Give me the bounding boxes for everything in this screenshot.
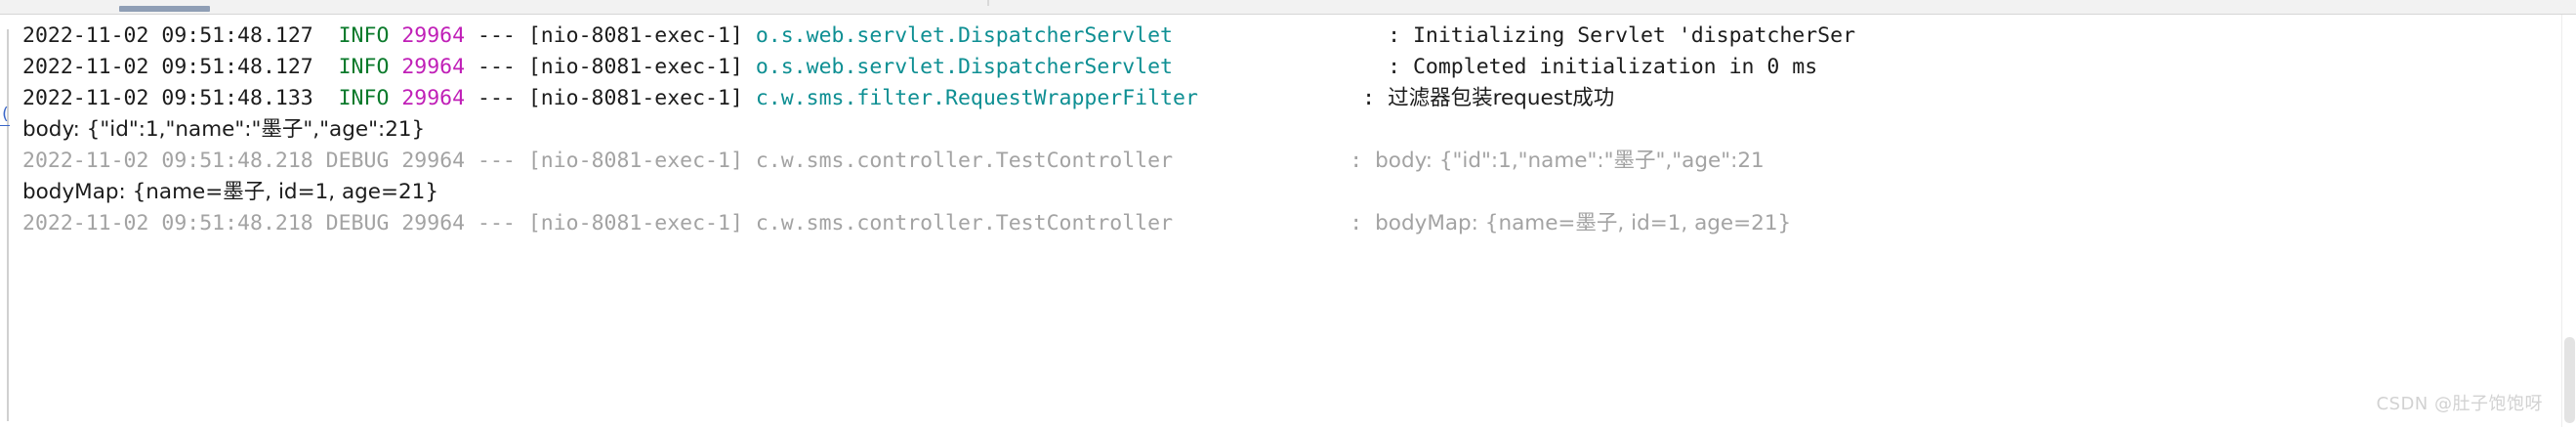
code-fold-link-icon[interactable]: (	[0, 105, 11, 126]
log-separator: ---	[478, 55, 516, 79]
editor-tab-strip	[0, 0, 2576, 15]
log-level: DEBUG	[325, 211, 390, 235]
log-space	[313, 211, 326, 235]
log-space	[389, 55, 401, 79]
stdout-text: bodyMap: {name=墨子, id=1, age=21}	[22, 180, 439, 204]
log-space	[465, 149, 478, 173]
log-space	[743, 86, 756, 110]
log-space	[743, 23, 756, 48]
log-space	[1362, 149, 1375, 173]
log-logger[interactable]: c.w.sms.controller.TestController	[755, 211, 1174, 235]
log-line-dimmed[interactable]: 2022-11-02 09:51:48.218 DEBUG 29964 --- …	[22, 146, 2576, 177]
log-line-list: 2022-11-02 09:51:48.127 INFO 29964 --- […	[22, 21, 2576, 239]
stdout-line[interactable]: bodyMap: {name=墨子, id=1, age=21}	[22, 177, 2576, 208]
log-thread: [nio-8081-exec-1]	[527, 149, 743, 173]
log-space	[313, 86, 339, 110]
log-colon: :	[1388, 23, 1401, 48]
log-line-dimmed[interactable]: 2022-11-02 09:51:48.218 DEBUG 29964 --- …	[22, 208, 2576, 239]
csdn-watermark: CSDN @肚子饱饱呀	[2376, 394, 2543, 414]
log-space	[743, 211, 756, 235]
log-space	[465, 55, 478, 79]
log-space	[1198, 86, 1362, 110]
stdout-text: body: {"id":1,"name":"墨子","age":21}	[22, 117, 426, 142]
log-space	[465, 211, 478, 235]
log-space	[516, 86, 528, 110]
console-left-gutter	[7, 29, 9, 421]
vertical-scrollbar-thumb[interactable]	[2564, 337, 2575, 423]
log-message: body: {"id":1,"name":"墨子","age":21	[1375, 149, 1765, 173]
log-timestamp: 2022-11-02 09:51:48.218	[22, 149, 313, 173]
log-pid: 29964	[401, 211, 466, 235]
log-space	[313, 23, 339, 48]
log-space	[1375, 86, 1388, 110]
log-line[interactable]: 2022-11-02 09:51:48.133 INFO 29964 --- […	[22, 83, 2576, 114]
active-tab-indicator[interactable]	[119, 6, 210, 12]
log-timestamp: 2022-11-02 09:51:48.127	[22, 23, 313, 48]
log-pid: 29964	[401, 149, 466, 173]
log-timestamp: 2022-11-02 09:51:48.218	[22, 211, 313, 235]
log-space	[389, 211, 401, 235]
log-logger[interactable]: c.w.sms.filter.RequestWrapperFilter	[755, 86, 1198, 110]
log-space	[389, 149, 401, 173]
log-logger[interactable]: c.w.sms.controller.TestController	[755, 149, 1174, 173]
log-separator: ---	[478, 86, 516, 110]
log-space	[516, 149, 528, 173]
vertical-scrollbar-track[interactable]	[2562, 15, 2576, 427]
log-pid: 29964	[401, 86, 466, 110]
log-space	[743, 149, 756, 173]
log-line[interactable]: 2022-11-02 09:51:48.127 INFO 29964 --- […	[22, 52, 2576, 83]
log-separator: ---	[478, 149, 516, 173]
log-space	[313, 149, 326, 173]
log-message: Initializing Servlet 'dispatcherSer	[1412, 23, 1856, 48]
tab-strip-tick	[987, 0, 989, 6]
log-space	[465, 86, 478, 110]
log-colon: :	[1350, 211, 1363, 235]
log-pid: 29964	[401, 23, 466, 48]
log-colon: :	[1388, 55, 1401, 79]
log-space	[516, 211, 528, 235]
log-space	[1173, 55, 1388, 79]
log-pid: 29964	[401, 55, 466, 79]
stdout-line[interactable]: body: {"id":1,"name":"墨子","age":21}	[22, 114, 2576, 146]
log-space	[516, 23, 528, 48]
log-line[interactable]: 2022-11-02 09:51:48.127 INFO 29964 --- […	[22, 21, 2576, 52]
log-space	[313, 55, 339, 79]
log-space	[1400, 55, 1413, 79]
scrollbar-edge	[2561, 15, 2562, 427]
log-space	[465, 23, 478, 48]
log-thread: [nio-8081-exec-1]	[527, 211, 743, 235]
log-message: bodyMap: {name=墨子, id=1, age=21}	[1375, 211, 1792, 235]
log-thread: [nio-8081-exec-1]	[527, 23, 743, 48]
log-space	[743, 55, 756, 79]
log-space	[1173, 149, 1350, 173]
log-thread: [nio-8081-exec-1]	[527, 55, 743, 79]
log-logger[interactable]: o.s.web.servlet.DispatcherServlet	[755, 55, 1173, 79]
log-logger[interactable]: o.s.web.servlet.DispatcherServlet	[755, 23, 1173, 48]
log-level: INFO	[338, 55, 390, 79]
log-message: Completed initialization in 0 ms	[1412, 55, 1818, 79]
log-colon: :	[1350, 149, 1363, 173]
log-space	[1173, 23, 1388, 48]
console-output-panel[interactable]: ( 2022-11-02 09:51:48.127 INFO 29964 ---…	[0, 15, 2576, 427]
log-space	[1173, 211, 1350, 235]
log-colon: :	[1362, 86, 1376, 110]
log-separator: ---	[478, 211, 516, 235]
log-space	[389, 86, 401, 110]
log-level: INFO	[338, 23, 390, 48]
log-space	[1400, 23, 1413, 48]
log-space	[389, 23, 401, 48]
log-space	[516, 55, 528, 79]
log-message: 过滤器包装request成功	[1388, 86, 1615, 110]
log-timestamp: 2022-11-02 09:51:48.127	[22, 55, 313, 79]
log-level: DEBUG	[325, 149, 390, 173]
log-separator: ---	[478, 23, 516, 48]
log-space	[1362, 211, 1375, 235]
log-level: INFO	[338, 86, 390, 110]
log-thread: [nio-8081-exec-1]	[527, 86, 743, 110]
log-timestamp: 2022-11-02 09:51:48.133	[22, 86, 313, 110]
